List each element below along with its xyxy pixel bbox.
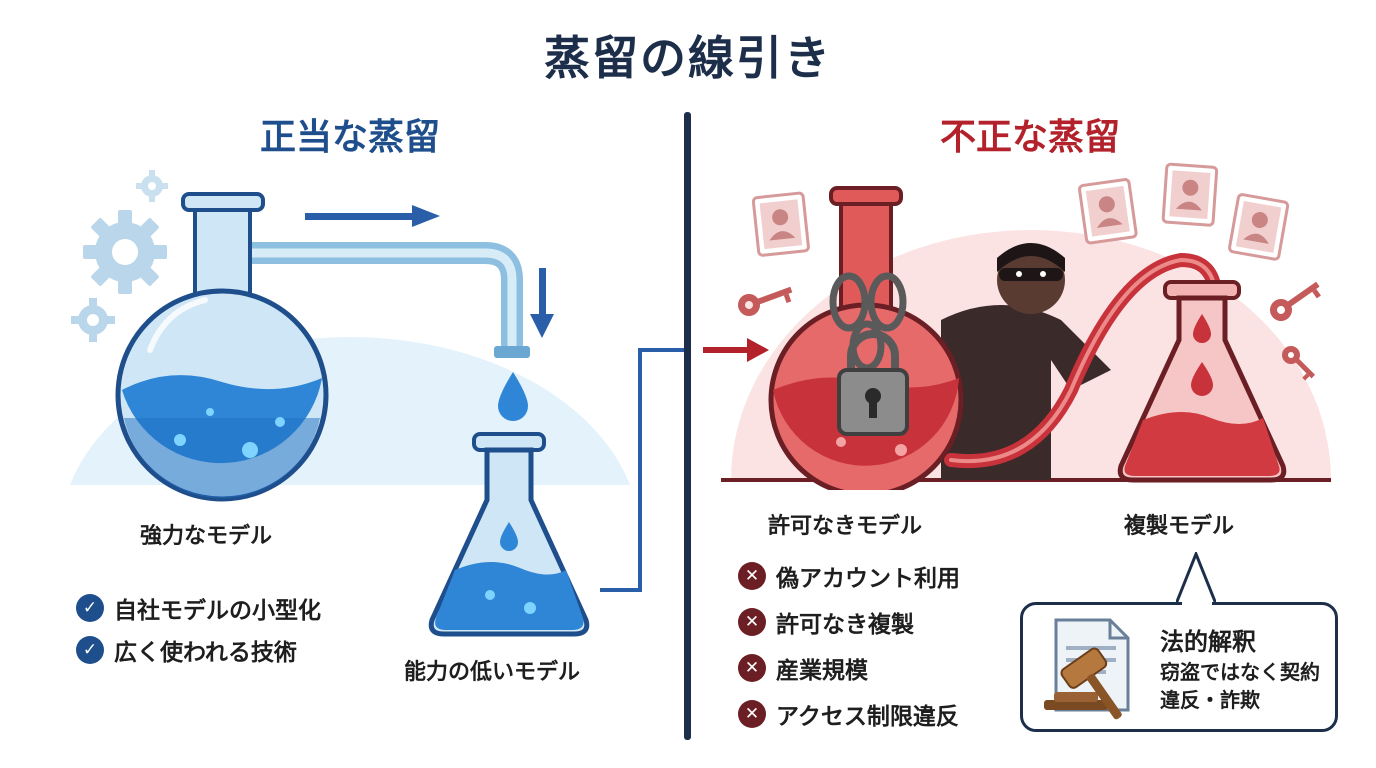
flow-arrow-down xyxy=(530,268,554,338)
key-icon xyxy=(738,286,793,316)
cross-circle-icon: ✕ xyxy=(738,700,766,728)
legal-illustration xyxy=(1044,618,1130,720)
copied-model-flask xyxy=(1117,280,1287,483)
center-divider xyxy=(684,112,691,740)
list-item: ✕ 偽アカウント利用 xyxy=(738,558,960,594)
legit-criteria-list: ✓ 自社モデルの小型化 ✓ 広く使われる技術 xyxy=(76,590,321,668)
list-item: ✓ 広く使われる技術 xyxy=(76,632,321,668)
padlock-icon xyxy=(837,330,909,436)
legal-interpretation-text: 窃盗ではなく契約違反・詐欺 xyxy=(1160,660,1320,712)
gear-icon xyxy=(71,298,115,342)
check-circle-icon: ✓ xyxy=(76,636,104,664)
legit-heading: 正当な蒸留 xyxy=(259,117,440,158)
water-drop-icon xyxy=(498,372,528,421)
unauthorized-model-label: 許可なきモデル xyxy=(768,514,923,539)
gear-icon xyxy=(83,210,167,294)
gavel-icon xyxy=(1044,647,1122,720)
cross-circle-icon: ✕ xyxy=(738,654,766,682)
illicit-criteria-list: ✕ 偽アカウント利用 ✕ 許可なき複製 ✕ 産業規模 ✕ アクセス制限違反 xyxy=(738,558,960,732)
speech-bubble-tail xyxy=(1176,552,1216,605)
illicit-distillation-illustration xyxy=(703,162,1331,490)
entry-arrow xyxy=(703,338,769,362)
list-item: ✕ アクセス制限違反 xyxy=(738,696,960,732)
illicit-heading: 不正な蒸留 xyxy=(939,117,1120,158)
legal-interpretation-title: 法的解釈 xyxy=(1160,628,1256,656)
gear-icon xyxy=(136,170,168,202)
profile-card-icon xyxy=(1228,193,1290,261)
legit-distillation-illustration xyxy=(70,170,684,637)
masked-thief-icon xyxy=(941,243,1111,480)
profile-card-icon xyxy=(1161,162,1219,227)
list-item: ✕ 産業規模 xyxy=(738,650,960,686)
page-title: 蒸留の線引き xyxy=(544,31,832,85)
list-item: ✕ 許可なき複製 xyxy=(738,604,960,640)
profile-card-icon xyxy=(1078,178,1138,245)
powerful-model-label: 強力なモデル xyxy=(140,524,273,549)
powerful-model-flask xyxy=(115,192,329,502)
cross-circle-icon: ✕ xyxy=(738,608,766,636)
key-icon xyxy=(1282,346,1316,381)
weaker-model-flask xyxy=(428,432,590,637)
key-icon xyxy=(1270,281,1321,321)
weaker-model-label: 能力の低いモデル xyxy=(404,660,581,685)
profile-card-icon xyxy=(751,191,810,257)
connector-line xyxy=(600,348,684,592)
check-circle-icon: ✓ xyxy=(76,594,104,622)
flow-arrow-right xyxy=(305,205,440,227)
list-item: ✓ 自社モデルの小型化 xyxy=(76,590,321,626)
copied-model-label: 複製モデル xyxy=(1124,514,1235,539)
cross-circle-icon: ✕ xyxy=(738,562,766,590)
